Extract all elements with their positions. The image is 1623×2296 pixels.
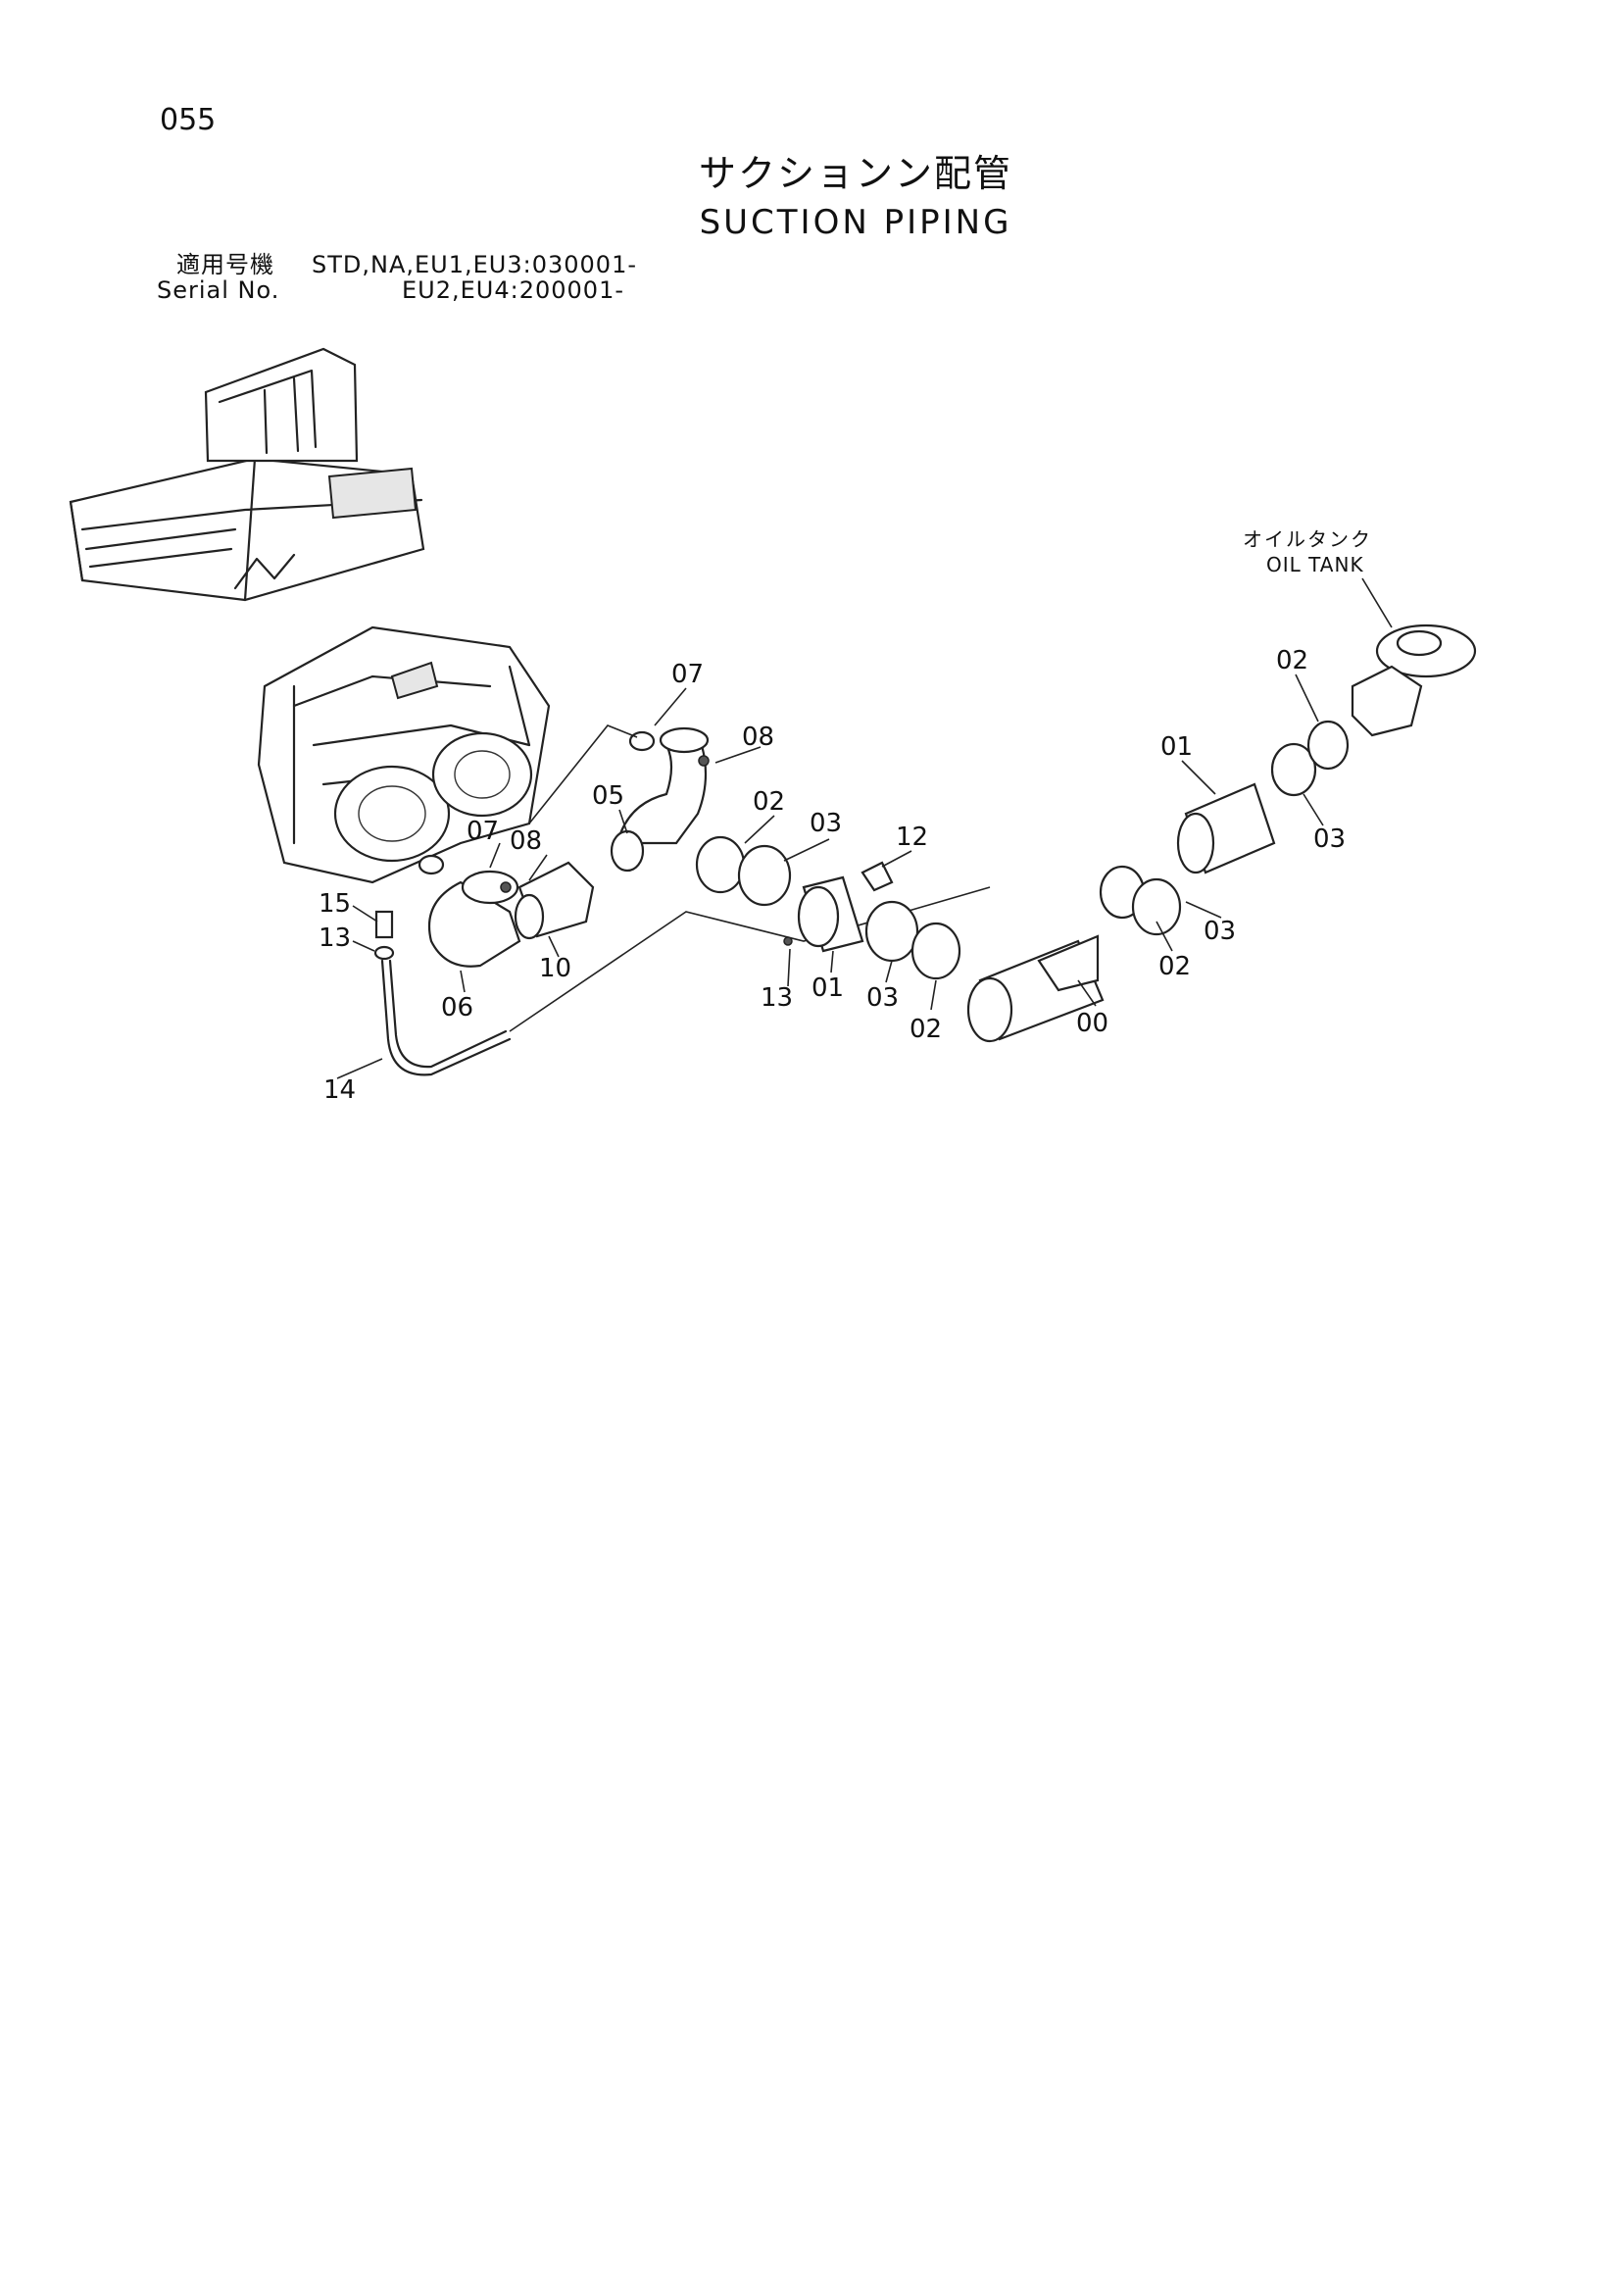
suction-hose [380, 959, 512, 1076]
elbow-pipe-05 [615, 731, 708, 845]
callout-07-lower: 07 [467, 817, 499, 846]
clamp-02-d [1306, 720, 1350, 771]
callout-02-d: 02 [1276, 646, 1308, 675]
elbow-06 [427, 880, 521, 968]
callout-01-right: 01 [1160, 732, 1193, 762]
excavator-thumbnail [69, 347, 425, 602]
bolt-08-lower [500, 881, 512, 893]
fitting-15 [374, 910, 394, 939]
callout-03-b: 03 [866, 983, 899, 1013]
callout-02-c: 02 [1158, 952, 1191, 981]
oil-tank-label-japanese: オイルタンク [1243, 527, 1372, 551]
page-title-english: SUCTION PIPING [699, 203, 1012, 242]
page-title-japanese: サクションン配管 [698, 152, 1012, 195]
seal-13-upper [783, 936, 793, 946]
main-pump-assembly [257, 625, 551, 884]
callout-07-upper: 07 [671, 660, 704, 689]
callout-02-b: 02 [910, 1015, 942, 1044]
serial-label-japanese: 適用号機 [176, 251, 274, 278]
clamp-03-b [864, 900, 919, 963]
callout-12: 12 [896, 823, 928, 852]
serial-range-std: STD,NA,EU1,EU3:030001- [312, 251, 637, 278]
callout-03-d: 03 [1313, 824, 1346, 854]
o-ring-07-lower [418, 854, 445, 875]
callout-03-c: 03 [1204, 917, 1236, 946]
flange-05 [659, 726, 710, 754]
oil-tank-port [1351, 577, 1477, 737]
callout-13-upper: 13 [761, 983, 793, 1013]
leader-lines [336, 674, 1324, 1079]
callout-01-left: 01 [812, 973, 844, 1003]
callout-00: 00 [1076, 1009, 1108, 1038]
callout-14: 14 [323, 1075, 356, 1105]
seal-13-lower [373, 945, 395, 961]
clamp-02-a [695, 835, 746, 894]
callout-02-a: 02 [753, 787, 785, 817]
callout-13-lower: 13 [319, 923, 351, 953]
callout-08-upper: 08 [742, 723, 774, 752]
clamp-03-c [1131, 877, 1182, 936]
callout-15: 15 [319, 889, 351, 919]
callout-03-a: 03 [810, 809, 842, 838]
callout-10: 10 [539, 954, 571, 983]
page-number: 055 [160, 103, 217, 137]
o-ring-07-upper [628, 730, 656, 752]
clamp-03-a [737, 844, 792, 907]
clamp-03-d [1270, 742, 1317, 797]
flange-06 [461, 870, 519, 905]
bolt-08-upper [698, 755, 710, 767]
callout-05: 05 [592, 781, 624, 811]
oil-tank-label-english: OIL TANK [1266, 553, 1364, 576]
serial-range-eu: EU2,EU4:200001- [402, 276, 624, 304]
serial-label-english: Serial No. [157, 276, 280, 304]
callout-08-lower: 08 [510, 826, 542, 856]
fitting-12 [861, 861, 894, 892]
callout-06: 06 [441, 993, 473, 1023]
clamp-02-b [910, 922, 961, 980]
